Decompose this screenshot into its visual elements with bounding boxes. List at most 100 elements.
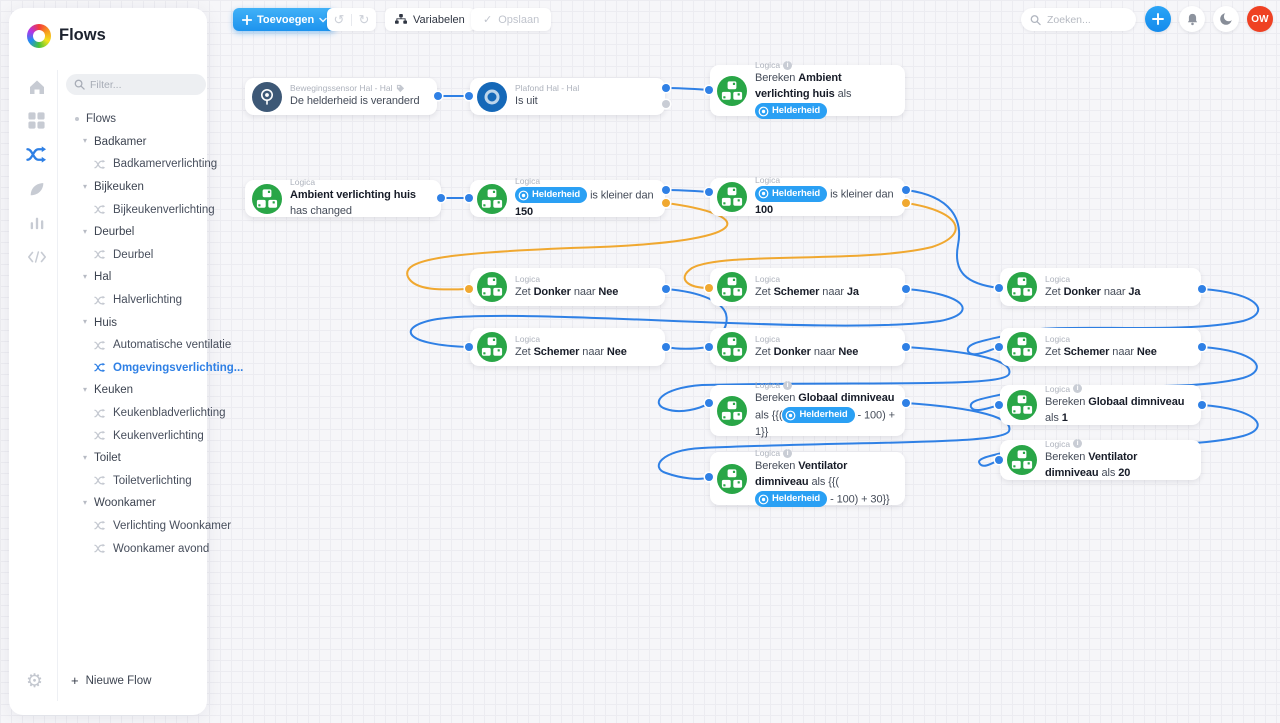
port-out[interactable] xyxy=(662,100,670,108)
tree-item-bijkeukenverlichting[interactable]: Bijkeukenverlichting xyxy=(66,198,215,221)
new-flow-button[interactable]: + Nieuwe Flow xyxy=(71,673,151,688)
energy-leaf-icon[interactable] xyxy=(26,178,47,199)
variables-button[interactable]: Variabelen xyxy=(385,8,475,31)
port-out[interactable] xyxy=(1198,285,1206,293)
port-in[interactable] xyxy=(995,284,1003,292)
port-in[interactable] xyxy=(705,284,713,292)
port-in[interactable] xyxy=(465,285,473,293)
port-out[interactable] xyxy=(662,343,670,351)
connection[interactable] xyxy=(683,202,957,289)
add-new-button[interactable] xyxy=(1145,6,1171,32)
connection[interactable] xyxy=(905,189,1000,289)
tree-item-woonkamer[interactable]: ▾Woonkamer xyxy=(66,492,203,515)
tree-item-deurbel[interactable]: ▾Deurbel xyxy=(66,221,203,244)
chevron-down-icon[interactable]: ▾ xyxy=(83,271,88,281)
tree-item-keuken[interactable]: ▾Keuken xyxy=(66,379,203,402)
port-in[interactable] xyxy=(465,194,473,202)
port-out[interactable] xyxy=(662,199,670,207)
chevron-down-icon[interactable]: ▾ xyxy=(83,452,88,462)
home-icon[interactable] xyxy=(26,76,47,97)
add-button[interactable]: Toevoegen xyxy=(233,8,337,31)
tree-item-automatische-ventilatie[interactable]: Automatische ventilatie xyxy=(66,334,231,357)
variable-chip[interactable]: Helderheid xyxy=(755,103,828,120)
chevron-down-icon[interactable]: ▾ xyxy=(83,181,88,191)
port-out[interactable] xyxy=(1198,401,1206,409)
port-in[interactable] xyxy=(465,92,473,100)
port-in[interactable] xyxy=(995,401,1003,409)
settings-gear-icon[interactable]: ⚙ xyxy=(26,671,44,692)
chevron-down-icon[interactable]: ▾ xyxy=(83,497,88,507)
port-out[interactable] xyxy=(662,84,670,92)
port-out[interactable] xyxy=(902,343,910,351)
chevron-down-icon[interactable]: ▾ xyxy=(83,317,88,327)
tree-item-bijkeuken[interactable]: ▾Bijkeuken xyxy=(66,176,203,199)
redo-icon[interactable]: ↻ xyxy=(358,12,370,27)
port-in[interactable] xyxy=(995,456,1003,464)
notifications-button[interactable] xyxy=(1179,6,1205,32)
port-out[interactable] xyxy=(662,186,670,194)
connection[interactable] xyxy=(406,202,729,291)
tree-item-halverlichting[interactable]: Halverlichting xyxy=(66,289,203,312)
avatar[interactable]: OW xyxy=(1247,6,1273,32)
connection[interactable] xyxy=(665,87,710,91)
filter-input[interactable] xyxy=(90,78,190,91)
dark-mode-button[interactable] xyxy=(1213,6,1239,32)
variable-chip[interactable]: Helderheid xyxy=(755,185,828,202)
port-out[interactable] xyxy=(902,285,910,293)
variable-chip[interactable]: Helderheid xyxy=(782,407,855,424)
tree-item-woonkamer-avond[interactable]: Woonkamer avond xyxy=(66,537,209,560)
save-button[interactable]: ✓ Opslaan xyxy=(471,8,552,31)
tree-item-flows[interactable]: Flows xyxy=(66,108,203,131)
insights-chart-icon[interactable] xyxy=(26,212,47,233)
port-out[interactable] xyxy=(1198,343,1206,351)
port-in[interactable] xyxy=(705,343,713,351)
chevron-down-icon[interactable]: ▾ xyxy=(83,136,88,146)
devices-grid-icon[interactable] xyxy=(26,110,47,131)
code-icon[interactable] xyxy=(26,246,47,267)
tree-item-omgevingsverlichting[interactable]: Omgevingsverlichting... xyxy=(66,357,243,380)
connection[interactable] xyxy=(665,346,710,350)
tree-item-hal[interactable]: ▾Hal xyxy=(66,266,203,289)
tree-item-huis[interactable]: ▾Huis xyxy=(66,311,203,334)
tree-item-keukenverlichting[interactable]: Keukenverlichting xyxy=(66,424,204,447)
tree-item-keukenbladverlichting[interactable]: Keukenbladverlichting xyxy=(66,402,226,425)
port-out[interactable] xyxy=(437,194,445,202)
port-in[interactable] xyxy=(705,86,713,94)
port-in[interactable] xyxy=(995,343,1003,351)
chevron-down-icon[interactable]: ▾ xyxy=(83,384,88,394)
tree-item-badkamerverlichting[interactable]: Badkamerverlichting xyxy=(66,153,217,176)
port-in[interactable] xyxy=(705,188,713,196)
port-in[interactable] xyxy=(465,343,473,351)
variable-chip[interactable]: Helderheid xyxy=(755,491,828,508)
port-out[interactable] xyxy=(434,92,442,100)
tree-item-badkamer[interactable]: ▾Badkamer xyxy=(66,131,203,154)
connection[interactable] xyxy=(409,288,964,348)
search-input[interactable] xyxy=(1047,13,1127,26)
connection[interactable] xyxy=(665,189,710,193)
tree-item-verlichting-woonkamer[interactable]: Verlichting Woonkamer xyxy=(66,515,231,538)
undo-icon[interactable]: ↺ xyxy=(333,12,345,27)
filter-field[interactable] xyxy=(66,74,206,95)
port-out[interactable] xyxy=(902,399,910,407)
chevron-down-icon[interactable]: ▾ xyxy=(83,226,88,236)
port-out[interactable] xyxy=(662,285,670,293)
tree-item-toiletverlichting[interactable]: Toiletverlichting xyxy=(66,470,203,493)
flows-icon[interactable] xyxy=(26,144,47,165)
port-out[interactable] xyxy=(902,199,910,207)
